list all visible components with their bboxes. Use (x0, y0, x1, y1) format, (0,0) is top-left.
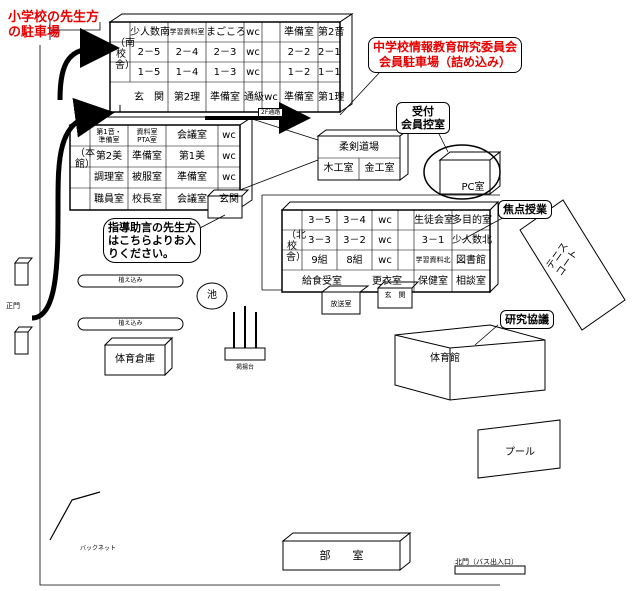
south-cell-0-6: 第2音 (318, 26, 345, 38)
judo-hall-label: 柔剣道場 (339, 142, 379, 153)
main-cell-0-3: wc (222, 130, 236, 141)
route-arrow-main (31, 97, 115, 321)
main-cell-2-1: 被服室 (132, 172, 162, 183)
pond-label: 池 (207, 290, 217, 301)
south-r4-cell-0-6: 第1理 (318, 91, 345, 103)
main-gate-post-2 (14, 331, 29, 355)
south-cell-2-2: 1－3 (213, 66, 237, 78)
south-cell-1-2: 2－3 (213, 46, 237, 58)
south-r4-cell-0-5: 準備室 (284, 91, 314, 103)
south-r4-cell-0-0: 玄 関 (134, 91, 164, 103)
north-cell-3-2: 更衣室 (372, 275, 402, 287)
pool-label: プール (505, 447, 535, 458)
main-gate-post-1 (14, 262, 29, 286)
main-gate-label: 正門 (6, 302, 20, 310)
north-cell-2-0: 9組 (311, 254, 328, 266)
route-arrow-elementary (57, 28, 120, 101)
south-cell-0-3: wc (246, 26, 260, 38)
metal-shop-label: 金工室 (364, 163, 395, 174)
north-cell-0-1: 3－4 (343, 214, 366, 226)
north-cell-1-4: 3－1 (421, 234, 445, 246)
south-cell-1-5: 2－2 (287, 46, 311, 58)
main-cell-2-3: wc (222, 172, 236, 183)
north-cell-2-1: 8組 (346, 254, 363, 266)
focus-class-callout: 焦点授業 (498, 200, 552, 219)
broadcast-room-label: 放送室 (330, 300, 352, 308)
south-cell-0-0: 少人数南 (130, 26, 170, 38)
planting-2-label: 植え込み (118, 320, 143, 327)
pc-room-label: PC室 (461, 182, 485, 193)
backnet-label: バックネット (80, 545, 117, 552)
south-building (109, 21, 341, 113)
elementary-parking-label: 小学校の先生方 の駐車場 (8, 10, 100, 40)
south-cell-2-5: 1－2 (287, 66, 311, 78)
junior-parking-callout: 中学校情報教育研究委員会 会員駐車場（詰め込み） (368, 37, 523, 73)
north-cell-0-5: 多目的室 (452, 214, 492, 226)
north-cell-3-0: 給食受室 (302, 275, 342, 287)
north-cell-0-4: 生徒会室 (414, 214, 454, 226)
pc-room (439, 159, 491, 195)
reception-callout: 受付 会員控室 (396, 102, 450, 134)
south-cell-1-3: wc (246, 46, 260, 58)
sports-storage-label: 体育倉庫 (115, 354, 155, 365)
main-cell-1-2: 第1美 (178, 151, 206, 162)
north-building-label: （北校舎） (286, 230, 306, 263)
north-entrance-label: 玄 関 (384, 291, 406, 299)
planting-1-label: 植え込み (118, 277, 143, 284)
north-cell-2-5: 図書館 (456, 254, 486, 266)
south-cell-1-1: 2－4 (175, 46, 199, 58)
south-cell-0-2: まごころ (206, 26, 246, 38)
main-cell-3-1: 校長室 (132, 193, 162, 205)
main-cell-3-2: 会議室 (177, 193, 207, 205)
south-cell-0-5: 準備室 (284, 26, 314, 38)
north-cell-0-2: wc (378, 214, 392, 226)
main-building-label: （本館） (75, 148, 95, 170)
main-cell-1-0: 第2美 (95, 151, 123, 162)
main-cell-0-0: 第1音・ 準備室 (96, 127, 122, 144)
main-cell-2-2: 準備室 (177, 172, 207, 183)
north-cell-0-0: 3－5 (308, 214, 331, 226)
north-cell-1-5: 少人数北 (452, 234, 492, 246)
south-r4-cell-0-2: 準備室 (210, 91, 240, 103)
main-cell-0-2: 会議室 (177, 130, 207, 141)
main-cell-0-1: 資料室 PTA室 (136, 127, 158, 144)
north-cell-1-1: 3－2 (343, 234, 366, 246)
north-gate-bar (454, 565, 526, 575)
north-cell-1-2: wc (378, 234, 392, 246)
gym-label: 体育館 (430, 353, 460, 364)
club-room-label: 部 室 (319, 549, 364, 562)
south-cell-0-1: 学習資料室 (169, 28, 205, 36)
main-cell-3-0: 職員室 (94, 193, 124, 205)
south-cell-2-3: wc (246, 66, 260, 78)
wood-shop-label: 木工室 (323, 163, 354, 174)
main-cell-2-0: 調理室 (94, 172, 124, 183)
south-r4-cell-0-1: 第2理 (173, 91, 201, 103)
club-room (282, 540, 401, 571)
north-cell-2-4: 学習資料北 (415, 256, 451, 264)
south-cell-1-6: 2－1 (318, 46, 341, 58)
main-cell-3-3: 玄関 (219, 193, 239, 205)
south-cell-1-0: 2－5 (137, 46, 161, 58)
south-cell-2-1: 1－4 (175, 66, 199, 78)
main-cell-1-1: 準備室 (132, 151, 162, 162)
north-cell-3-5: 相談室 (456, 275, 486, 287)
north-cell-3-4: 保健室 (418, 275, 448, 287)
main-cell-1-3: wc (222, 151, 236, 162)
guidance-callout: 指導助言の先生方 はこちらよりお入 りください。 (103, 218, 201, 263)
south-building-label: （南校舎） (115, 38, 135, 71)
south-r4-cell-0-3: 通級 (244, 91, 264, 103)
south-r4-cell-0-4: wc (264, 91, 278, 103)
south-cell-2-0: 1－5 (137, 66, 161, 78)
flag-stand-label: 掲揚台 (235, 364, 254, 371)
north-cell-1-0: 3－3 (308, 234, 331, 246)
south-cell-2-6: 1－1 (318, 66, 341, 78)
north-cell-2-2: wc (378, 254, 392, 266)
north-gate-label: 北門（バス出入口） (455, 558, 518, 566)
passage-2f-label: 2F通路 (258, 108, 284, 117)
research-callout: 研究協議 (500, 310, 554, 329)
